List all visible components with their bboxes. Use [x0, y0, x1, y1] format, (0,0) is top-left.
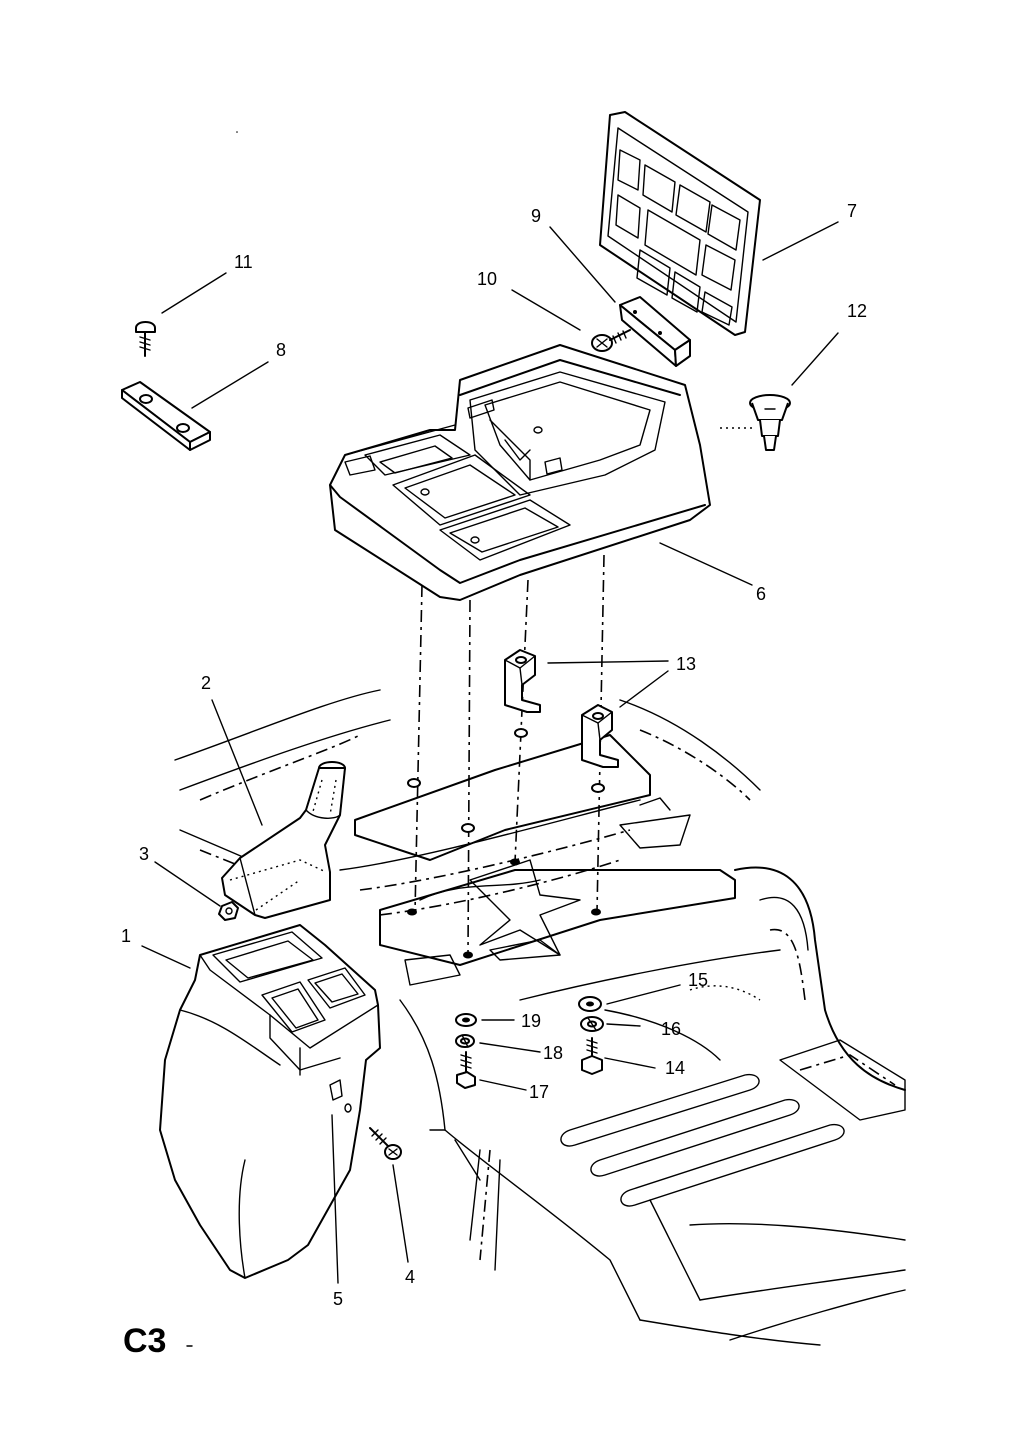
console-bracket-rear: [581, 704, 619, 768]
fixing-screw: [135, 321, 156, 357]
plastic-clip: [720, 394, 791, 451]
console-bracket-front: [504, 649, 541, 713]
callout-8: 8: [276, 340, 286, 360]
lid-panel: [599, 111, 761, 336]
callout-15: 15: [688, 970, 708, 990]
assembly-alignment-lines: [414, 554, 605, 956]
callout-9: 9: [531, 206, 541, 226]
callout-14: 14: [665, 1058, 685, 1078]
callout-18: 18: [543, 1043, 563, 1063]
mounting-holes: [407, 728, 605, 959]
callout-4: 4: [405, 1267, 415, 1287]
callout-11: 11: [234, 252, 253, 272]
bolt-14: [581, 1037, 603, 1075]
callout-12: 12: [847, 301, 867, 321]
callout-1: 1: [121, 926, 131, 946]
callout-2: 2: [201, 673, 211, 693]
callout-3: 3: [139, 844, 149, 864]
retaining-plate: [121, 381, 211, 451]
callout-19: 19: [521, 1011, 541, 1031]
callout-5: 5: [333, 1289, 343, 1309]
spring-washer-16: [580, 1016, 604, 1032]
leader-lines: [141, 221, 839, 1284]
callout-10: 10: [477, 269, 497, 289]
bolt-17: [456, 1051, 476, 1089]
hinge-bracket: [619, 296, 691, 367]
callout-17: 17: [529, 1082, 549, 1102]
console-screw: [369, 1127, 402, 1160]
callout-7: 7: [847, 201, 857, 221]
callout-13: 13: [676, 654, 696, 674]
callout-6: 6: [756, 584, 766, 604]
nut-15: [578, 996, 602, 1012]
spring-washer-18: [455, 1034, 475, 1048]
washer-plain-19: [455, 1013, 477, 1027]
rear-console: [159, 924, 381, 1279]
gaiter-nut: [218, 901, 239, 921]
callout-labels: 1 2 3 4 5 6 7 8 9 10 11 12 13 14 15 16 1…: [121, 201, 867, 1309]
vehicle-floor-outline: [174, 689, 906, 1346]
console-tray: [329, 344, 711, 601]
sheet-code: C3: [123, 1322, 166, 1360]
hinge-screw: [591, 329, 631, 352]
gear-lever-gaiter: [221, 761, 346, 919]
callout-16: 16: [661, 1019, 681, 1039]
console-mounting-plate: [354, 734, 736, 986]
